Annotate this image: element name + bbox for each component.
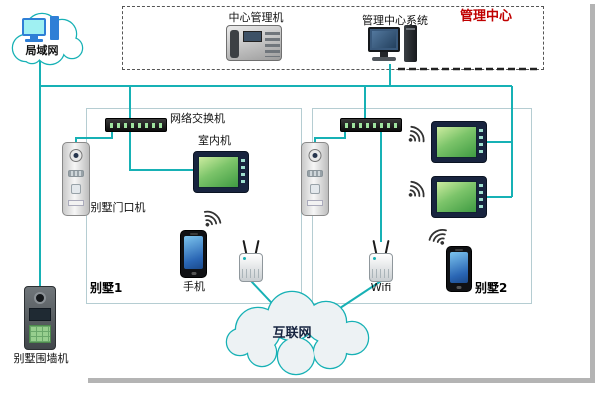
lan-computer-base	[25, 39, 43, 42]
frame-right-bar	[590, 4, 595, 382]
wifi-signal-icon	[424, 223, 456, 254]
smartphone-screen	[450, 252, 468, 283]
ap-led	[243, 257, 246, 260]
ap-led	[373, 257, 376, 260]
monitor-screen	[436, 126, 477, 158]
door-camera	[308, 149, 322, 162]
lan-computer-stand	[30, 36, 38, 39]
villa1-indoor-label: 室内机	[198, 134, 231, 147]
monitor-screen	[198, 156, 239, 188]
wifi-signal-icon	[398, 176, 430, 209]
wall-keypad	[29, 325, 51, 343]
switch-ports	[110, 123, 162, 128]
door-name-tag	[307, 200, 323, 206]
monitor-screen	[436, 181, 477, 213]
management-center-title: 管理中心	[460, 9, 513, 24]
villa2-wifi-label: Wifi	[370, 281, 392, 294]
smartphone-screen	[184, 236, 203, 269]
lan-computer-screen	[22, 18, 46, 36]
villa1-indoor-monitor	[193, 151, 249, 193]
wall-camera	[34, 292, 46, 304]
wall-station-label: 别墅围墙机	[13, 352, 69, 365]
lan-computer-icon	[22, 16, 62, 44]
smartphone-earpiece	[455, 249, 463, 251]
door-camera	[69, 149, 83, 162]
wifi-signal-icon	[398, 121, 430, 154]
monitor-buttons	[479, 184, 483, 210]
pc-monitor	[368, 27, 400, 52]
lan-computer-tower	[50, 16, 59, 40]
ap-vents	[242, 269, 260, 278]
pc-base	[372, 57, 396, 61]
door-call-button	[71, 184, 81, 194]
villa2-door-station	[301, 142, 329, 216]
wall-screen	[29, 308, 51, 321]
lan-label: 局域网	[25, 44, 59, 57]
villa2-smartphone	[446, 246, 472, 292]
frame-bottom-bar	[88, 378, 595, 383]
management-system-label: 管理中心系统	[362, 14, 428, 27]
wifi-signal-icon	[194, 205, 226, 237]
monitor-buttons	[241, 159, 245, 185]
phone-handset	[230, 30, 239, 58]
villa2-indoor-monitor-1	[431, 121, 487, 163]
villa1-door-label: 别墅门口机	[90, 201, 146, 214]
door-call-button	[310, 184, 320, 194]
ap-vents	[372, 269, 390, 278]
desktop-computer-icon	[368, 25, 418, 65]
smartphone-home-button	[456, 286, 462, 289]
smartphone-home-button	[191, 272, 196, 275]
villa1-switch-label: 网络交换机	[170, 112, 225, 125]
phone-keypad	[265, 32, 280, 57]
villa2-wifi-ap	[367, 239, 395, 282]
door-name-tag	[68, 200, 84, 206]
wall-door-station	[24, 286, 56, 350]
villa1-mobile-label: 手机	[183, 280, 205, 293]
pc-tower	[404, 25, 417, 62]
monitor-buttons	[479, 129, 483, 155]
switch-ports	[345, 123, 397, 128]
smartphone-earpiece	[189, 233, 198, 235]
phone-display	[243, 31, 262, 42]
villa1-door-station	[62, 142, 90, 216]
villa1-wifi-ap	[237, 239, 265, 282]
door-speaker	[307, 170, 323, 177]
internet-label: 互联网	[272, 326, 312, 341]
center-phone-label: 中心管理机	[228, 11, 284, 24]
villa2-network-switch	[340, 118, 402, 132]
villa1-smartphone	[180, 230, 207, 278]
villa2-title: 别墅2	[475, 281, 508, 295]
pc-stand	[380, 52, 388, 57]
villa1-network-switch	[105, 118, 167, 132]
villa2-indoor-monitor-2	[431, 176, 487, 218]
management-center-box	[122, 6, 544, 70]
villa1-title: 别墅1	[90, 281, 123, 295]
desk-phone-icon	[226, 25, 282, 61]
door-speaker	[68, 170, 84, 177]
